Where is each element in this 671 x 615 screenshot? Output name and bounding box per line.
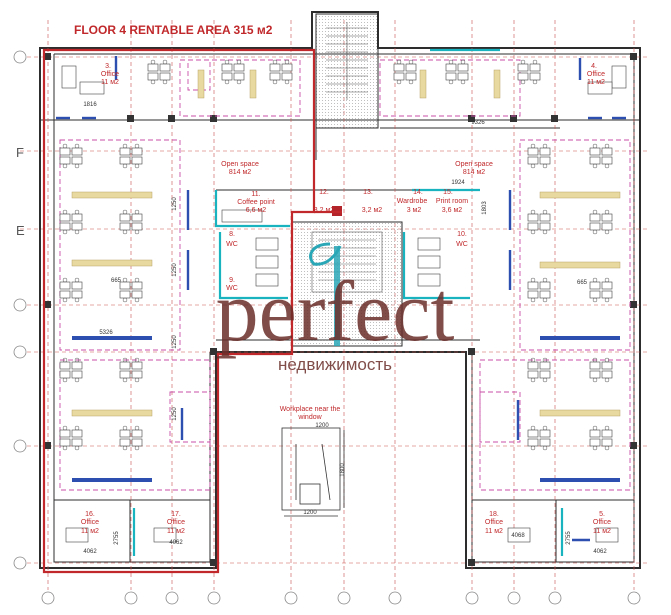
room-15-area: 3,6 м2 — [442, 207, 462, 214]
wc10-name: WC — [456, 241, 468, 248]
coffee-name: Coffee point — [237, 199, 275, 206]
wc8-name: WC — [226, 241, 238, 248]
open-space-right-name: Open space — [455, 161, 493, 168]
wc8-num: 8. — [229, 231, 235, 238]
watermark-logo: perfect недвижимость — [216, 242, 455, 374]
dim-5326: 5326 — [99, 330, 113, 336]
room-15-num: 15. — [443, 189, 453, 196]
storage-cabinets — [71, 69, 621, 417]
open-space-left-name: Open space — [221, 161, 259, 168]
office5-num: 5. — [599, 511, 605, 518]
axis-label-e: E — [16, 223, 25, 238]
dim-1800: 1800 — [340, 463, 346, 477]
wc10-num: 10. — [457, 231, 467, 238]
cyan-partitions — [132, 48, 564, 556]
coffee-num: 11. — [251, 191, 260, 198]
workplace-note-line1: Workplace near the — [280, 406, 341, 413]
floor-title: FLOOR 4 RENTABLE AREA 315 м2 — [74, 23, 273, 37]
dim-1250a: 1250 — [172, 197, 178, 211]
dim-665b: 665 — [577, 280, 588, 286]
wc9-name: WC — [226, 285, 238, 292]
room-office3-num: 3. — [105, 63, 111, 70]
dim-corridor: 1924 — [451, 180, 465, 186]
room-14-name: Wardrobe — [397, 198, 428, 205]
dim-1803: 1803 — [482, 201, 488, 215]
dim-1200a: 1200 — [315, 423, 329, 429]
columns — [44, 53, 637, 566]
office17-num: 17. — [171, 511, 181, 518]
open-space-left-area: 814 м2 — [229, 169, 251, 176]
office-furniture — [61, 65, 627, 543]
room-office4-area: 11 м2 — [587, 79, 605, 86]
logo-word: perfect — [216, 263, 455, 359]
room-13-area: 3,2 м2 — [362, 207, 382, 214]
blue-bars — [72, 336, 620, 482]
dim-665a: 665 — [111, 278, 122, 284]
room-14-area: 3 м2 — [407, 207, 422, 214]
building-walls — [39, 11, 641, 569]
dim-4068: 4068 — [511, 533, 525, 539]
office18-num: 18. — [489, 511, 499, 518]
workplace-detail — [281, 427, 345, 517]
dim-1250b: 1250 — [172, 263, 178, 277]
room-12-num: 12. — [319, 189, 329, 196]
axis-markers-rows — [13, 50, 27, 570]
dim-4062a: 4062 — [83, 549, 97, 555]
dim-1250c: 1250 — [172, 335, 178, 349]
axis-markers-cols — [41, 591, 641, 605]
room-office3-area: 11 м2 — [101, 79, 119, 86]
window-segments — [56, 56, 626, 542]
room-office4-name: Office — [587, 71, 605, 78]
stair-core — [291, 13, 403, 347]
office5-area: 11 м2 — [593, 528, 611, 535]
dim-1250d: 1250 — [172, 407, 178, 421]
room-office4-num: 4. — [591, 63, 597, 70]
dim-4062b: 4062 — [169, 540, 183, 546]
dim-1200b: 1200 — [303, 510, 317, 516]
dim-2755a: 2755 — [114, 531, 120, 545]
room-office3-name: Office — [101, 71, 119, 78]
rentable-area-outline — [42, 48, 342, 574]
workplace-note-line2: window — [297, 414, 322, 421]
office18-area: 11 м2 — [485, 528, 503, 535]
office17-area: 11 м2 — [167, 528, 185, 535]
desk-clusters-left — [59, 143, 143, 451]
office5-name: Office — [593, 519, 611, 526]
desk-clusters-right — [527, 143, 613, 451]
office16-name: Office — [81, 519, 99, 526]
dim-top-left: 1816 — [83, 102, 97, 108]
axis-label-f: F — [16, 145, 24, 160]
room-labels: 3. Office 11 м2 4. Office 11 м2 Open spa… — [81, 63, 611, 535]
office16-num: 16. — [85, 511, 95, 518]
dim-top-right: 9326 — [471, 120, 485, 126]
room-15-name: Print room — [436, 198, 468, 205]
room-14-num: 14. — [413, 189, 423, 196]
logo-sub: недвижимость — [278, 355, 392, 374]
office16-area: 11 м2 — [81, 528, 99, 535]
wc-fixtures — [221, 209, 441, 287]
office17-name: Office — [167, 519, 185, 526]
dim-2755b: 2755 — [566, 531, 572, 545]
coffee-area: 6,6 м2 — [246, 207, 266, 214]
wc9-num: 9. — [229, 277, 235, 284]
dimension-labels: 1816 9326 1924 1803 1250 1250 1250 1250 … — [83, 102, 607, 555]
open-space-right-area: 814 м2 — [463, 169, 485, 176]
room-12-area: 3,2 м2 — [314, 207, 334, 214]
dim-4062c: 4062 — [593, 549, 607, 555]
room-13-num: 13. — [363, 189, 373, 196]
office18-name: Office — [485, 519, 503, 526]
